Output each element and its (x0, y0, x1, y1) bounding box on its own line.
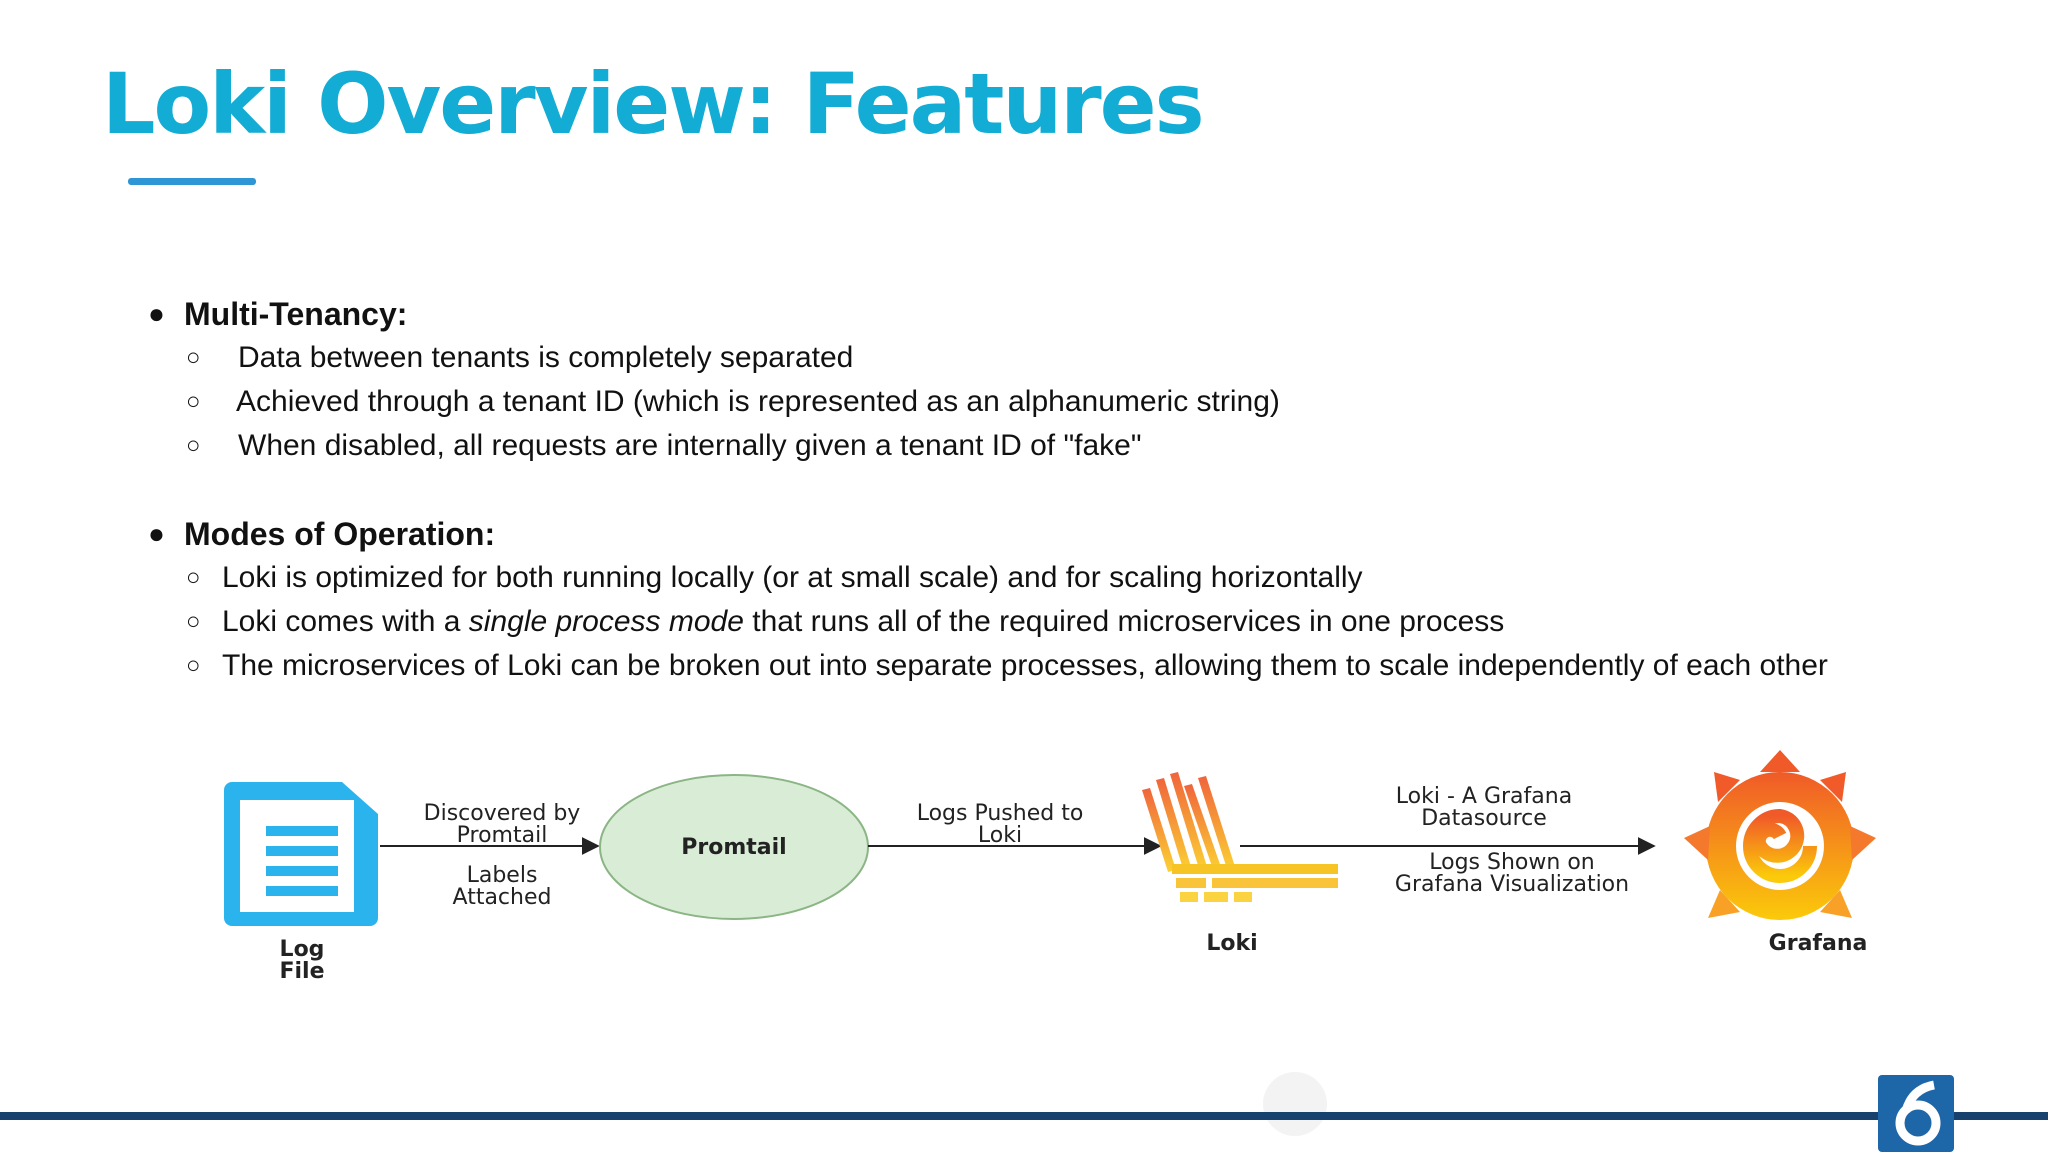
footer-bar (0, 1112, 2048, 1120)
title-underline (128, 178, 256, 185)
bullet-icon: ● (148, 518, 165, 549)
edge-label: Datasource (1421, 806, 1547, 831)
company-logo-icon (1878, 1075, 1954, 1152)
log-file-icon (224, 782, 378, 926)
slide-content: ● Multi-Tenancy: ○ Data between tenants … (140, 292, 2020, 688)
list-item: ○ When disabled, all requests are intern… (140, 424, 2020, 468)
slide-title: Loki Overview: Features (102, 55, 1205, 153)
log-file-label: File (279, 959, 324, 984)
loki-pipeline-diagram: Log File Discovered by Promtail Labels A… (0, 730, 2048, 1030)
list-item: ○ The microservices of Loki can be broke… (140, 644, 2020, 688)
edge-label: Attached (453, 885, 552, 910)
circle-bullet-icon: ○ (186, 388, 201, 415)
loki-logo-icon (1142, 772, 1338, 902)
list-item: ○ Achieved through a tenant ID (which is… (140, 380, 2020, 424)
edge-label: Loki - A Grafana (1396, 784, 1572, 809)
circle-bullet-icon: ○ (186, 432, 201, 459)
list-item: ○ Loki comes with a single process mode … (140, 600, 2020, 644)
section-heading-multi-tenancy: ● Multi-Tenancy: (140, 292, 2020, 336)
edge-label: Grafana Visualization (1395, 872, 1629, 897)
grafana-logo-icon (1684, 750, 1876, 920)
log-file-label: Log (280, 937, 325, 962)
edge-label: Discovered by (424, 801, 581, 826)
edge-label: Labels (467, 863, 538, 888)
list-item: ○ Loki is optimized for both running loc… (140, 556, 2020, 600)
section-heading-modes: ● Modes of Operation: (140, 512, 2020, 556)
circle-bullet-icon: ○ (186, 344, 201, 371)
circle-bullet-icon: ○ (186, 608, 201, 635)
grafana-label: Grafana (1769, 931, 1868, 956)
edge-label: Loki (978, 823, 1022, 848)
circle-bullet-icon: ○ (186, 564, 201, 591)
promtail-label: Promtail (681, 835, 786, 860)
edge-label: Logs Shown on (1429, 850, 1594, 875)
edge-label: Promtail (457, 823, 548, 848)
footer-circle (1263, 1072, 1327, 1136)
bullet-icon: ● (148, 298, 165, 329)
edge-label: Logs Pushed to (917, 801, 1084, 826)
list-item: ○ Data between tenants is completely sep… (140, 336, 2020, 380)
circle-bullet-icon: ○ (186, 652, 201, 679)
loki-label: Loki (1206, 931, 1257, 956)
